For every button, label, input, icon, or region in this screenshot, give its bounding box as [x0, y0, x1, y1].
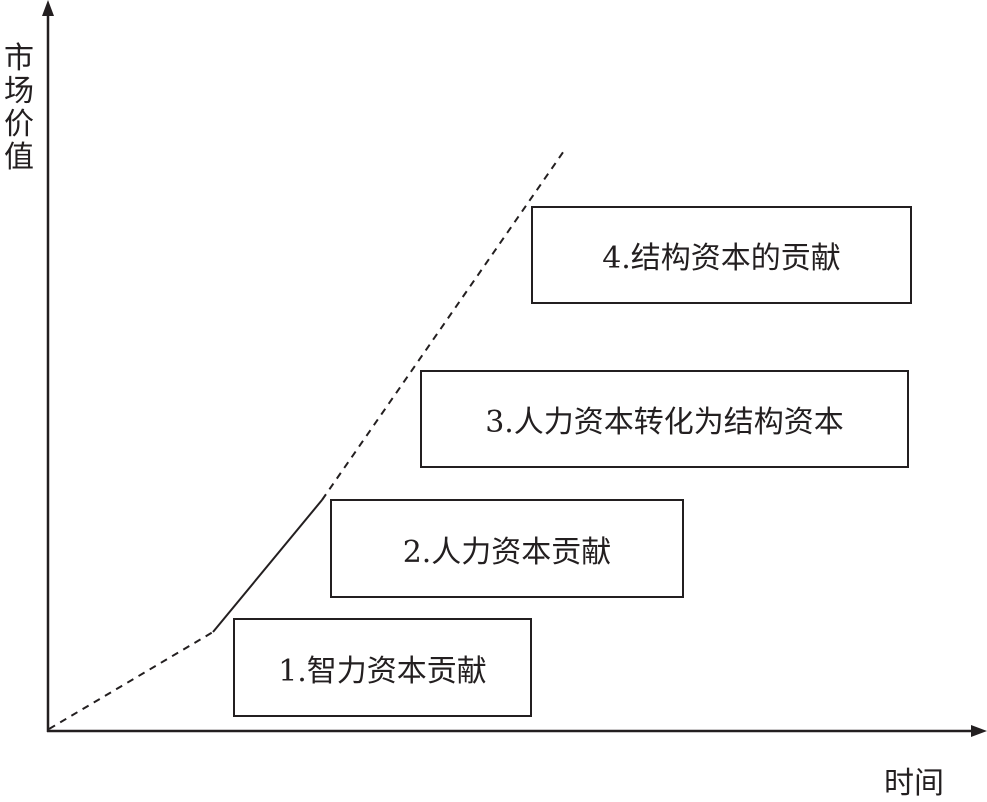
growth-curve-segment-2	[212, 499, 323, 633]
stage-box-2: 2.人力资本贡献	[330, 499, 684, 598]
y-axis-label: 市场价值	[4, 41, 34, 175]
stage-box-3: 3.人力资本转化为结构资本	[420, 370, 909, 468]
growth-curve-segment-3	[321, 147, 567, 501]
stage-box-1: 1.智力资本贡献	[233, 618, 532, 717]
x-axis-label: 时间	[884, 766, 944, 801]
stage-box-4: 4.结构资本的贡献	[531, 206, 912, 304]
growth-curve-segment-1	[48, 631, 214, 730]
y-axis-arrow-icon	[42, 0, 54, 16]
x-axis-arrow-icon	[971, 725, 987, 737]
